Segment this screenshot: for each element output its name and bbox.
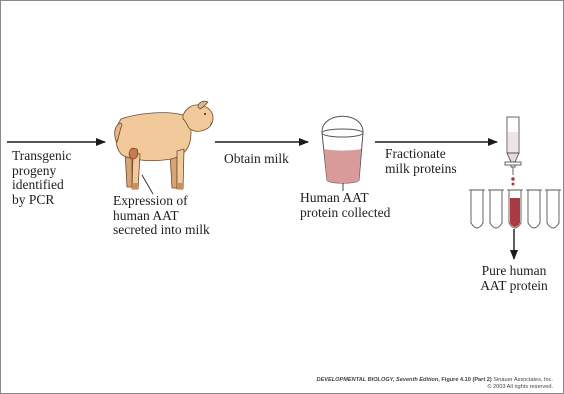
transgenic-line-3: identified: [12, 178, 72, 193]
credit-figure: , Figure 4.10 (Part 2): [438, 377, 491, 383]
expression-line-2: human AAT: [113, 209, 210, 224]
pure-line-1: Pure human: [475, 264, 553, 279]
bucket-icon: [322, 116, 363, 183]
collected-line-2: protein collected: [300, 206, 390, 221]
chromatography-column-icon: [505, 117, 521, 186]
transgenic-line-4: by PCR: [12, 193, 72, 208]
expression-line-3: secreted into milk: [113, 223, 210, 238]
figure-credit: DEVELOPMENTAL BIOLOGY, Seventh Edition, …: [317, 377, 553, 384]
expression-label: Expression of human AAT secreted into mi…: [113, 194, 210, 238]
collected-label: Human AAT protein collected: [300, 191, 390, 220]
copyright-notice: © 2003 All rights reserved.: [487, 384, 553, 391]
pure-line-2: AAT protein: [475, 279, 553, 294]
collected-line-1: Human AAT: [300, 191, 390, 206]
credit-rights: © 2003 All rights reserved.: [487, 384, 553, 390]
transgenic-label: Transgenic progeny identified by PCR: [12, 149, 72, 207]
transgenic-line-1: Transgenic: [12, 149, 72, 164]
fractionate-line-1: Fractionate: [385, 147, 457, 162]
fractionate-line-2: milk proteins: [385, 162, 457, 177]
credit-publisher: Sinauer Associates, Inc.: [492, 377, 553, 383]
pure-protein-label: Pure human AAT protein: [475, 264, 553, 293]
test-tube-icon: [469, 190, 561, 228]
expression-line-1: Expression of: [113, 194, 210, 209]
sheep-illustration: [115, 101, 213, 189]
fractionate-label: Fractionate milk proteins: [385, 147, 457, 176]
transgenic-line-2: progeny: [12, 164, 72, 179]
expression-callout-line: [142, 175, 153, 194]
obtain-milk-text: Obtain milk: [224, 152, 289, 167]
credit-book-title: DEVELOPMENTAL BIOLOGY, Seventh Edition: [317, 377, 439, 383]
obtain-milk-label: Obtain milk: [224, 152, 289, 167]
